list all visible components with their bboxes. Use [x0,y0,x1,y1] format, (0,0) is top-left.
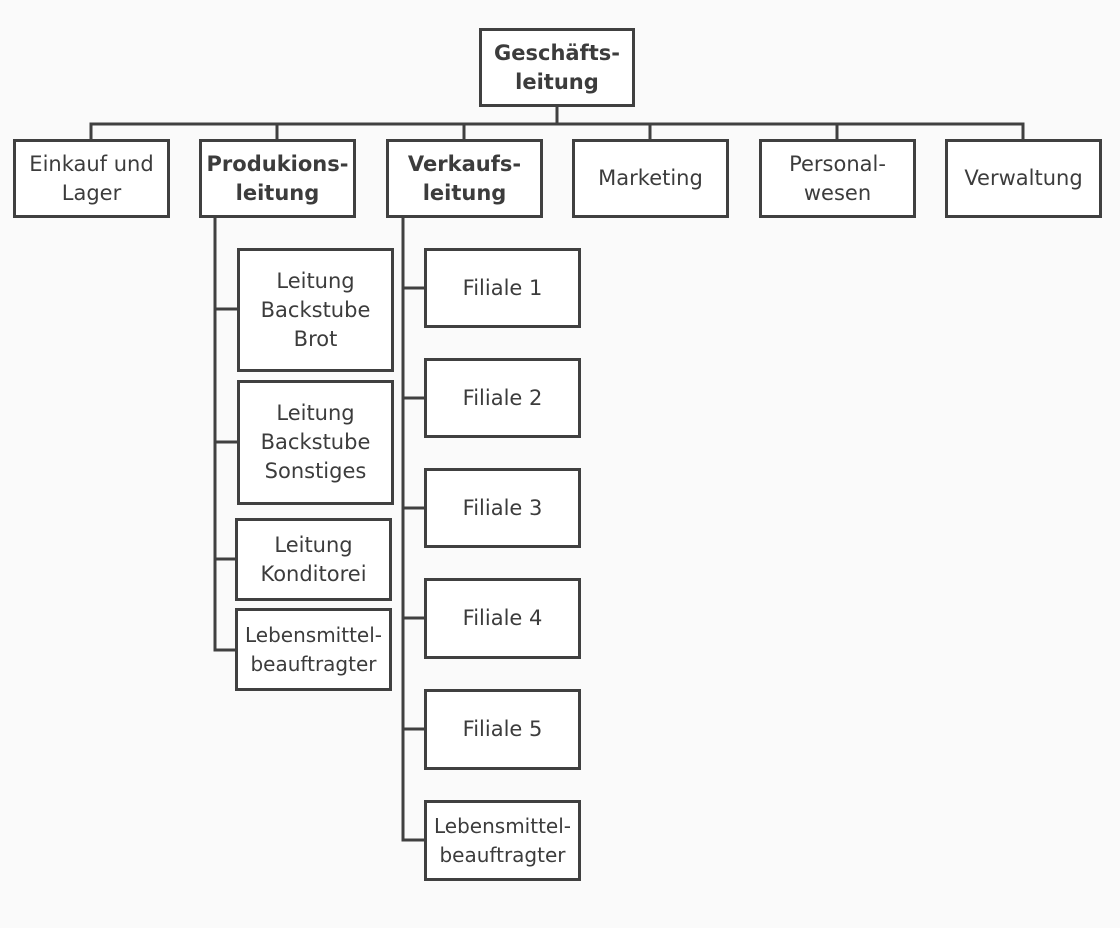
node-marketing: Marketing [572,139,729,218]
node-filiale-2: Filiale 2 [424,358,581,438]
node-filiale-4: Filiale 4 [424,578,581,659]
node-filiale-3: Filiale 3 [424,468,581,548]
node-lebensmittelbeauftragter-produktion: Lebensmittel- beauftragter [235,608,392,691]
node-leitung-backstube-sonstiges: Leitung Backstube Sonstiges [237,380,394,505]
node-verkaufsleitung: Verkaufs- leitung [386,139,543,218]
node-leitung-backstube-brot: Leitung Backstube Brot [237,248,394,372]
node-filiale-5: Filiale 5 [424,689,581,770]
node-leitung-konditorei: Leitung Konditorei [235,518,392,601]
node-verwaltung: Verwaltung [945,139,1102,218]
node-lebensmittelbeauftragter-verkauf: Lebensmittel- beauftragter [424,800,581,881]
node-personalwesen: Personal- wesen [759,139,916,218]
node-geschaeftsleitung: Geschäfts- leitung [479,28,635,107]
node-produktionsleitung: Produkions- leitung [199,139,356,218]
node-filiale-1: Filiale 1 [424,248,581,328]
node-einkauf-und-lager: Einkauf und Lager [13,139,170,218]
